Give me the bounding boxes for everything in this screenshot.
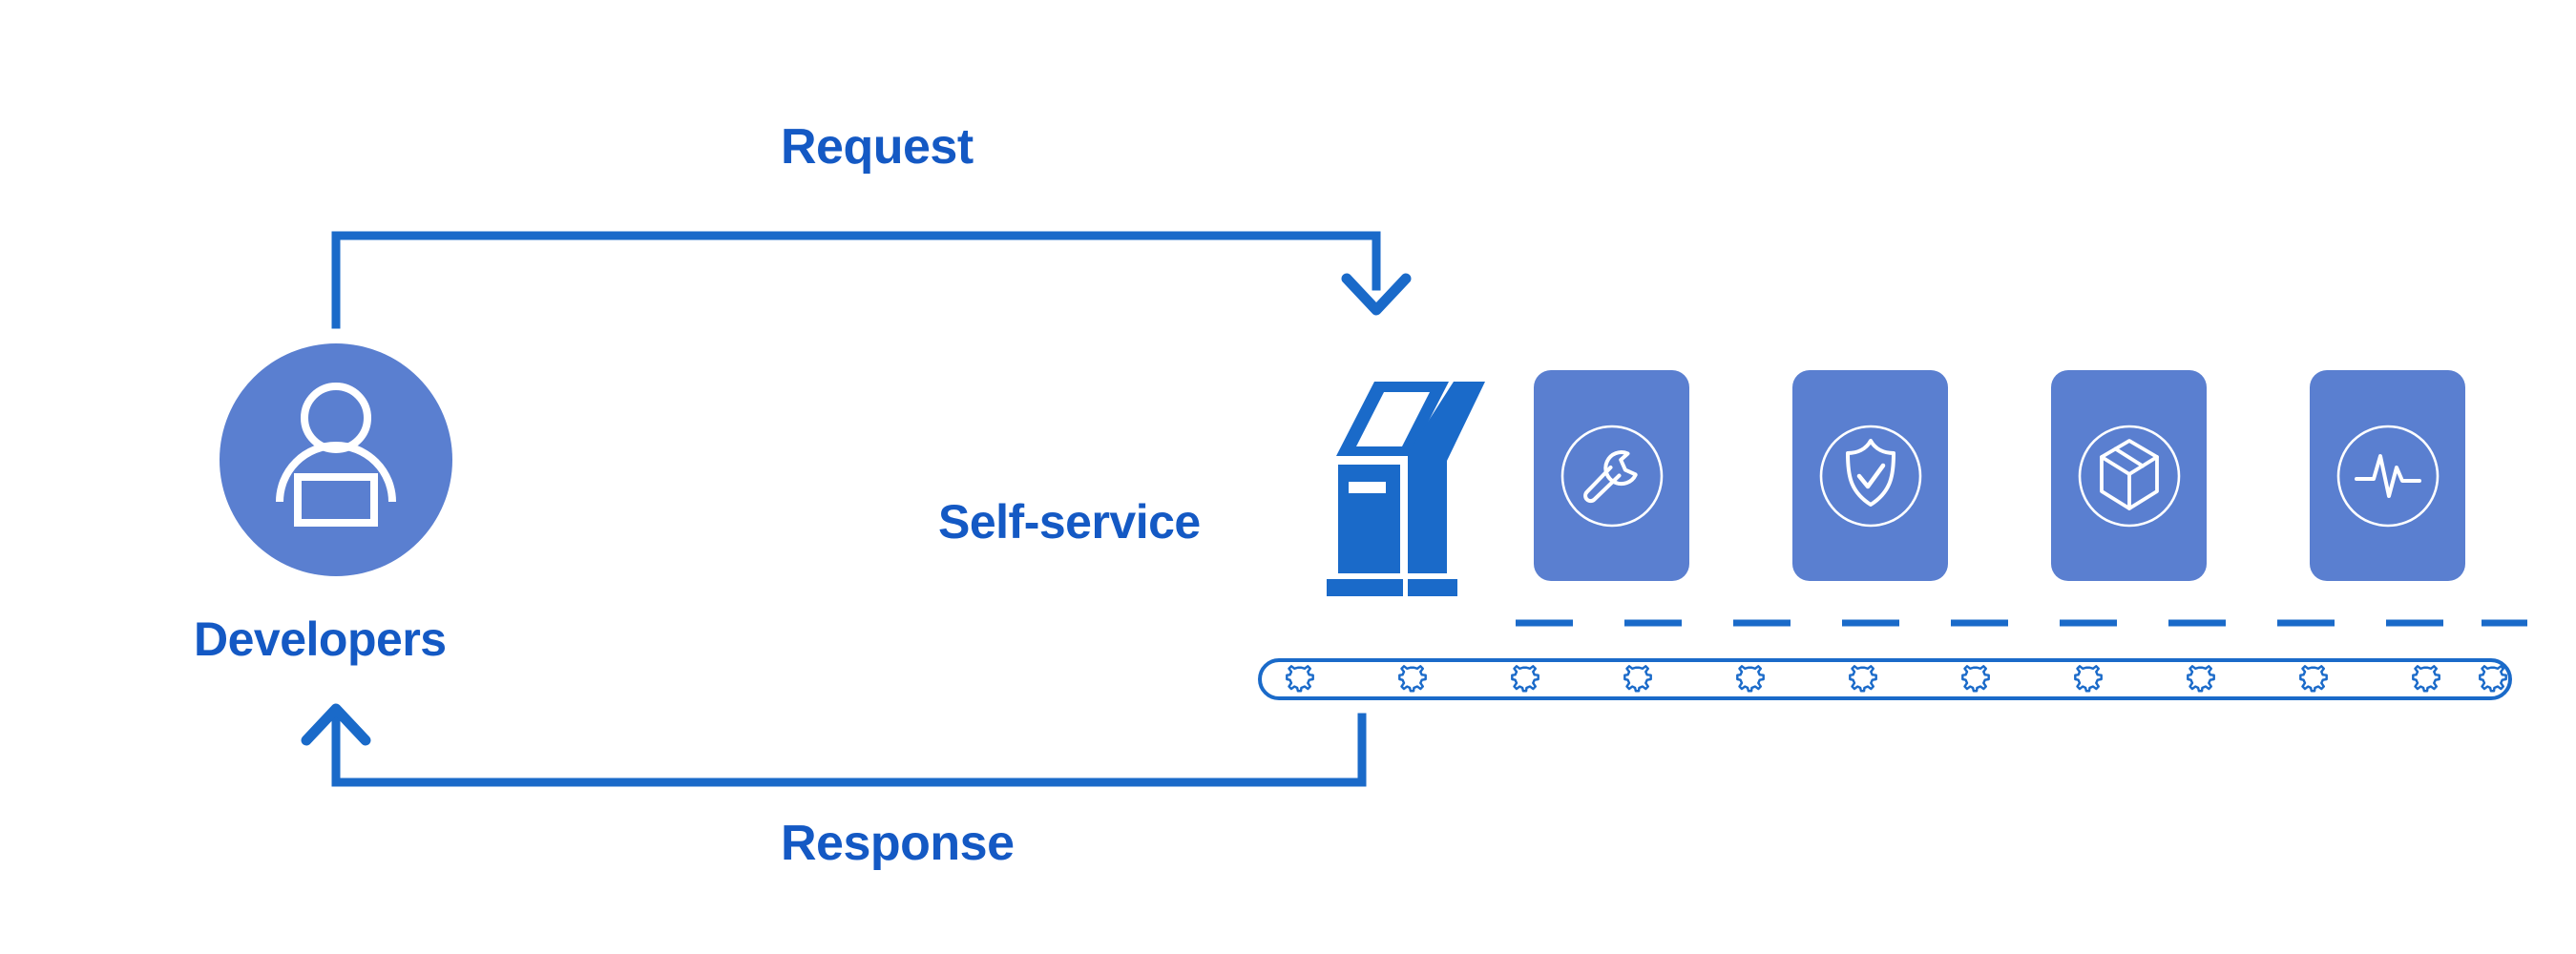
kiosk-screen-glass bbox=[1356, 392, 1430, 446]
kiosk-icon[interactable] bbox=[1315, 365, 1497, 628]
request-label: Request bbox=[781, 119, 974, 175]
avatar-shoulders-icon bbox=[276, 442, 396, 503]
request-arrow-head bbox=[1341, 273, 1412, 316]
conveyor-rail bbox=[1258, 658, 2512, 700]
kiosk-side-column bbox=[1408, 382, 1485, 573]
pulse-monitor-icon-waveform bbox=[2354, 453, 2421, 498]
package-box-icon bbox=[2078, 425, 2180, 527]
kiosk-base-left bbox=[1327, 579, 1403, 596]
wrench-icon bbox=[1560, 425, 1663, 527]
service-card-tooling[interactable] bbox=[1534, 370, 1689, 581]
response-arrow-head bbox=[301, 703, 371, 746]
shield-check-icon-shield bbox=[1845, 438, 1895, 507]
service-card-packaging[interactable] bbox=[2051, 370, 2207, 581]
wrench-icon-handle bbox=[1582, 465, 1621, 503]
conveyor-belt bbox=[1258, 658, 2512, 700]
pulse-monitor-icon bbox=[2336, 425, 2439, 527]
package-box-icon-ring bbox=[2078, 425, 2180, 527]
avatar-circle-background bbox=[220, 343, 452, 576]
pulse-monitor-icon-ring bbox=[2336, 425, 2439, 527]
shield-check-icon bbox=[1819, 425, 1921, 527]
conveyor-gears bbox=[1286, 665, 2507, 693]
package-box-icon-tape-seam bbox=[2113, 446, 2145, 467]
response-label: Response bbox=[781, 816, 1015, 871]
response-arrow-line bbox=[331, 706, 1367, 787]
self-service-label: Self-service bbox=[938, 495, 1201, 549]
developer-avatar[interactable] bbox=[220, 343, 452, 576]
developers-label: Developers bbox=[194, 612, 447, 666]
request-arrow-line bbox=[331, 231, 1381, 329]
kiosk-body bbox=[1338, 465, 1400, 573]
wrench-icon-ring bbox=[1560, 425, 1663, 527]
service-card-security[interactable] bbox=[1792, 370, 1948, 581]
wrench-icon-head bbox=[1602, 449, 1638, 486]
avatar-laptop-icon bbox=[294, 473, 378, 527]
request-arrow bbox=[331, 231, 1412, 329]
kiosk-card-slot bbox=[1349, 482, 1386, 493]
response-arrow bbox=[301, 703, 1367, 787]
shield-check-icon-check bbox=[1856, 463, 1885, 488]
kiosk-base-right bbox=[1408, 579, 1457, 596]
service-card-monitoring[interactable] bbox=[2310, 370, 2465, 581]
shield-check-icon-ring bbox=[1819, 425, 1921, 527]
